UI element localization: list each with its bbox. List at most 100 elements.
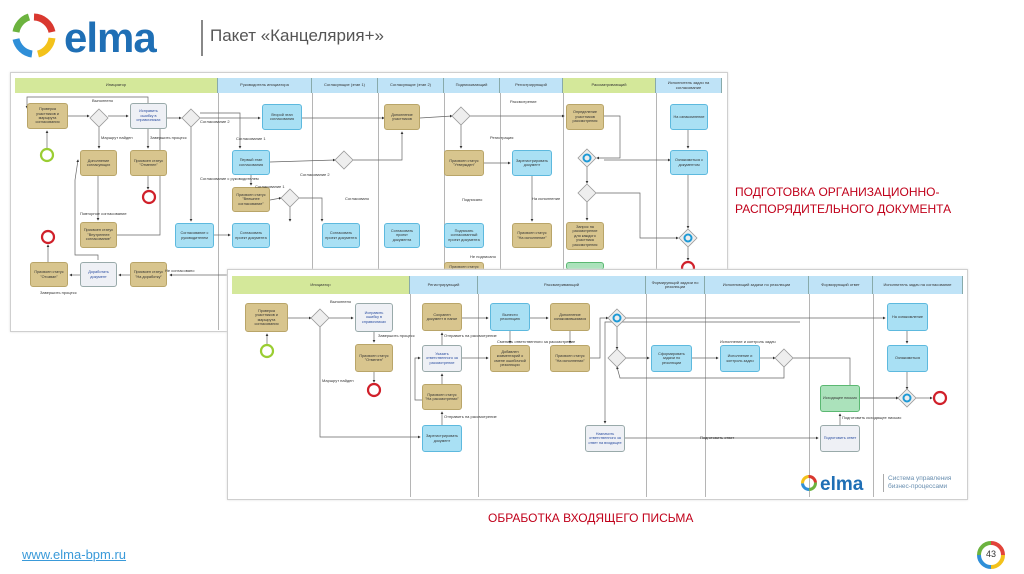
process-task: Согласовать проект документа <box>322 223 360 248</box>
process-task: Запрос на рассмотрение для каждого участ… <box>566 222 604 250</box>
process-task: Добавлен комментарий о смене ошибочной р… <box>490 345 530 372</box>
process-task: Указать ответственного за рассмотрение <box>422 345 462 372</box>
lane-header: Исполнитель задач на согласование <box>656 78 722 93</box>
elma-logo: elma <box>12 13 158 60</box>
flow-label: Сменить ответственного за рассмотрение <box>497 339 576 344</box>
lane-divider <box>218 93 219 330</box>
process-task: Согласование с руководителем <box>175 223 214 248</box>
flow-label: Согласование 1 <box>255 184 285 189</box>
lane-header: Формирующий ответ <box>809 276 873 294</box>
lane-header: Руководитель инициатора <box>218 78 312 93</box>
process-task: Дополнение согласующих <box>80 150 117 176</box>
process-task: Второй этап согласования <box>262 104 302 130</box>
process-task: Присвоен статус "Внутреннее согласование… <box>80 222 117 248</box>
page-ring-icon <box>977 541 1005 569</box>
flow-label: Выполнено <box>92 98 114 103</box>
flow-label: Подготовить ответ <box>700 435 735 440</box>
flow-label: Отправить на рассмотрение <box>444 414 497 419</box>
process-task: Исправить ошибку в справочниках <box>130 103 167 129</box>
flow-label: Исполнение и контроль задач <box>720 339 776 344</box>
flow-label: Подготовить исходящее письмо <box>842 415 902 420</box>
process-task: Присвоен статус "Отменен" <box>355 344 393 372</box>
flow-label: Выполнено <box>330 299 352 304</box>
process-task: Зарегистрировать документ <box>512 150 552 176</box>
process-task: Исполнение и контроль задач <box>720 345 760 372</box>
svg-text:elma: elma <box>64 14 157 60</box>
flow-label: Не подписано <box>470 254 496 259</box>
process-task: Сформировать задачи по резолюции <box>651 345 692 372</box>
process-task: Исправить ошибку в справочниках <box>355 303 393 332</box>
flow-label: Рассмотрение <box>510 99 537 104</box>
process-task: Проверка участников и маршрута согласова… <box>245 303 288 332</box>
flow-label: Согласовано <box>345 196 370 201</box>
process-task: Проверка участников и маршрута согласова… <box>27 103 68 129</box>
flow-label: Завершить процесс <box>378 333 415 338</box>
flow-label: Маршрут найден <box>101 135 133 140</box>
lane-header: Регистрирующий <box>410 276 478 294</box>
process-task: Ознакомиться <box>887 345 928 372</box>
process-task: Подготовить ответ <box>820 425 860 452</box>
lane-header: Исполняющий задачи по резолюции <box>705 276 809 294</box>
lane-divider <box>809 294 810 497</box>
diagram-footer-logo: elma Система управления бизнес-процессам… <box>800 470 965 496</box>
lane-header: Согласующие (этап 1) <box>312 78 378 93</box>
process-task: Присвоен статус "На исполнении" <box>550 345 590 372</box>
diagram2-caption: ОБРАБОТКА ВХОДЯЩЕГО ПИСЬМА <box>488 511 694 525</box>
lane-divider <box>873 294 874 497</box>
lane-divider <box>378 93 379 330</box>
website-link[interactable]: www.elma-bpm.ru <box>22 547 127 562</box>
process-task: Дополнение ознакомившимися <box>550 303 590 331</box>
process-task: Согласовать проект документа <box>232 223 270 248</box>
lane-divider <box>500 93 501 330</box>
process-task: Согласовать проект документа <box>384 223 420 248</box>
process-task: Назначить ответственного за ответ на вхо… <box>585 425 625 452</box>
process-task: Присвоен статус "Отозван" <box>30 262 68 287</box>
process-task: Определение участников рассмотрения <box>566 104 604 130</box>
process-task: Сохранен документ в папке <box>422 303 462 331</box>
lane-header: Рассматривающий <box>563 78 656 93</box>
flow-label: Повторное согласование <box>80 211 127 216</box>
process-task: Присвоен статус "Отменен" <box>130 150 167 176</box>
lane-header: Формирующий задачи по резолюции <box>646 276 705 294</box>
process-task: Подписать согласованный проект документа <box>444 223 484 248</box>
lane-divider <box>705 294 706 497</box>
page-title: Пакет «Канцелярия+» <box>210 26 385 45</box>
process-task: Присвоен статус "На рассмотрении" <box>422 384 462 410</box>
lane-header: Рассматривающий <box>478 276 646 294</box>
flow-label: Согласование 2 <box>200 119 230 124</box>
flow-label: Согласование 1 <box>236 136 266 141</box>
elma-small-logo: elma <box>801 474 864 494</box>
lane-header: Исполнитель задач на согласование <box>873 276 963 294</box>
lane-header: Регистрирующий <box>500 78 563 93</box>
process-task: Зарегистрировать документ <box>422 425 462 452</box>
process-task: Дополнение участников <box>384 104 420 130</box>
title-separator <box>201 20 203 56</box>
flow-label: Подписано <box>462 197 483 202</box>
lane-header: Подписывающий <box>444 78 500 93</box>
lane-header: Согласующие (этап 2) <box>378 78 444 93</box>
lane-header: Инициатор <box>232 276 410 294</box>
process-task: На ознакомление <box>670 104 708 130</box>
flow-label: Не согласовано <box>165 268 195 273</box>
process-task: Присвоен статус "Внешнее согласование" <box>232 187 270 212</box>
lane-divider <box>563 93 564 330</box>
process-task: Исходящее письмо <box>820 385 860 412</box>
flow-label: Отправить на рассмотрение <box>444 333 497 338</box>
page-number: 43 <box>985 549 996 559</box>
flow-label: Согласование 2 <box>300 172 330 177</box>
process-task: Присвоен статус "На доработку" <box>130 262 167 287</box>
lane-divider <box>478 294 479 497</box>
lane-divider <box>444 93 445 330</box>
svg-text:elma: elma <box>820 474 864 494</box>
lane-divider <box>646 294 647 497</box>
flow-label: Регистрация <box>490 135 514 140</box>
diagram1-caption: ПОДГОТОВКА ОРГАНИЗАЦИОННО-РАСПОРЯДИТЕЛЬН… <box>735 185 952 216</box>
process-task: Доработать документ <box>80 262 117 287</box>
process-task: Ознакомиться с документом <box>670 150 708 175</box>
process-task: На ознакомление <box>887 303 928 331</box>
process-task: Присвоен статус "Утвержден" <box>444 150 484 176</box>
flow-label: Маршрут найден <box>322 378 354 383</box>
elma-tagline: Система управления бизнес-процессами <box>888 475 952 490</box>
page-number-badge: 43 <box>976 540 1006 570</box>
lane-divider <box>410 294 411 497</box>
